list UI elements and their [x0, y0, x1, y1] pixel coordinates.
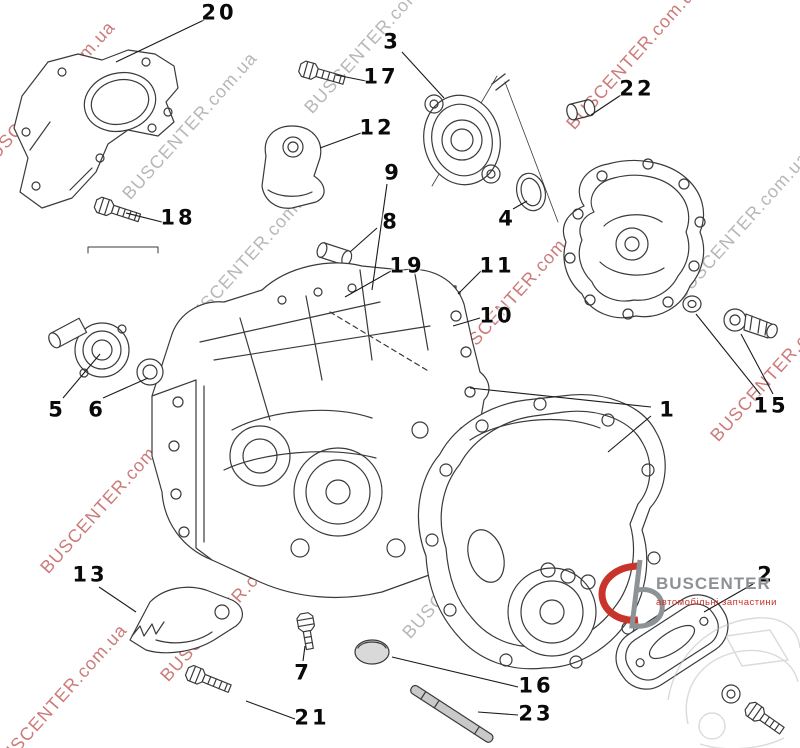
callout-8[interactable]: 8	[382, 209, 400, 234]
part-7-bolt	[296, 612, 316, 651]
callout-7[interactable]: 7	[294, 660, 312, 685]
callout-6[interactable]: 6	[88, 397, 106, 422]
callout-4[interactable]: 4	[498, 206, 516, 231]
callout-22[interactable]: 22	[619, 76, 655, 101]
part-13-bracket-plate	[129, 586, 243, 654]
callout-18[interactable]: 18	[160, 205, 196, 230]
callout-9[interactable]: 9	[384, 160, 402, 185]
part-22-bush	[566, 99, 596, 121]
brand-logo-name: BUSCENTER	[656, 574, 771, 593]
callout-12[interactable]: 12	[359, 115, 395, 140]
callout-19[interactable]: 19	[389, 253, 425, 278]
axis-line	[504, 81, 559, 223]
part-4-seal-ring	[515, 172, 547, 212]
part-washer	[721, 684, 741, 704]
callout-5[interactable]: 5	[48, 397, 66, 422]
callout-15[interactable]: 15	[753, 393, 789, 418]
part-5-guide-flange	[48, 317, 130, 378]
part-6-seal-ring	[136, 358, 164, 386]
assembly-bracket-line	[87, 246, 159, 254]
part-3-bearing-retainer	[423, 73, 510, 187]
callout-11[interactable]: 11	[479, 253, 515, 278]
part-bolt-bottom-right	[744, 701, 785, 735]
brand-logo-tagline: автомобільні запчастини	[656, 597, 777, 608]
part-23-pin	[410, 684, 494, 743]
callout-3[interactable]: 3	[383, 29, 401, 54]
part-12-mount-bracket	[261, 125, 325, 209]
callout-1[interactable]: 1	[659, 397, 677, 422]
part-8-pin	[316, 242, 353, 266]
callout-23[interactable]: 23	[518, 701, 554, 726]
part-17-bolt	[298, 60, 346, 85]
clutch-housing	[417, 394, 666, 670]
callout-21[interactable]: 21	[294, 705, 330, 730]
part-18-bolt	[93, 196, 142, 223]
part-16-plug-cap	[354, 639, 390, 665]
part-20-gasket-plate	[13, 49, 179, 209]
callout-2[interactable]: 2	[757, 562, 775, 587]
rear-housing	[562, 158, 706, 320]
part-21-bolt	[184, 664, 232, 693]
callout-13[interactable]: 13	[72, 562, 108, 587]
brand-logo-mark	[598, 559, 665, 629]
callout-17[interactable]: 17	[363, 64, 399, 89]
callout-16[interactable]: 16	[518, 673, 554, 698]
callout-10[interactable]: 10	[479, 303, 515, 328]
brand-van-sketch	[667, 617, 800, 748]
part-15-detent-plug	[682, 295, 778, 339]
callout-20[interactable]: 20	[201, 0, 237, 25]
